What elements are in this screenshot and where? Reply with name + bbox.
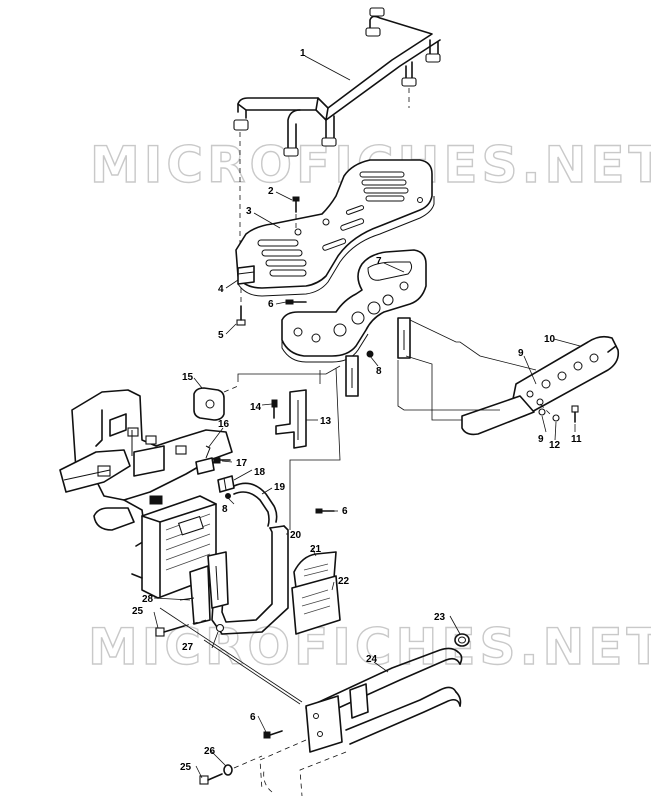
screw-part-6-middle	[315, 508, 335, 514]
connector-part-18	[217, 475, 235, 493]
callout-20: 20	[290, 530, 302, 541]
callout-9-lower: 9	[538, 434, 544, 445]
callout-13: 13	[320, 416, 332, 427]
lower-bumper-part	[259, 647, 463, 797]
rack-tube-part	[233, 7, 441, 250]
washer-part-26	[223, 764, 233, 776]
lower-guide-lines	[159, 607, 303, 705]
callout-17: 17	[236, 458, 248, 469]
nut-part-8-lower	[225, 493, 231, 499]
callout-25-upper: 25	[132, 606, 144, 617]
rear-rack-plate-part	[235, 159, 435, 297]
callout-2: 2	[268, 186, 274, 197]
bracket-part-13	[275, 389, 307, 449]
callout-28: 28	[142, 594, 154, 605]
callout-24: 24	[366, 654, 378, 665]
callout-22: 22	[338, 576, 350, 587]
bolt-part-5	[236, 288, 246, 326]
callout-12: 12	[549, 440, 561, 451]
front-rack-plate-part	[281, 249, 427, 397]
callout-16: 16	[218, 419, 230, 430]
callout-21: 21	[310, 544, 322, 555]
bolt-part-14	[271, 399, 278, 419]
callout-11: 11	[571, 434, 582, 445]
bracket-part-4	[237, 265, 255, 285]
callout-5: 5	[218, 330, 224, 341]
callout-labels: 1 2 3 4 5 6 7 8 9 10 11 12 9 13 14 15 16…	[132, 48, 582, 773]
callout-7: 7	[376, 256, 382, 267]
panel-part-22	[291, 575, 341, 635]
callout-6-middle: 6	[342, 506, 348, 517]
assembly-guide-lines	[237, 319, 537, 530]
screw-part-6-upper	[285, 299, 307, 305]
bolt-part-25-lower	[199, 755, 263, 785]
screw-part-2	[292, 196, 300, 230]
nut-part-8-upper	[366, 350, 374, 358]
callout-18: 18	[254, 467, 266, 478]
nut-part-27	[215, 623, 225, 633]
vehicle-frame	[59, 389, 233, 547]
callout-6-upper: 6	[268, 299, 274, 310]
callout-3: 3	[246, 206, 252, 217]
callout-15: 15	[182, 372, 194, 383]
callout-19: 19	[274, 482, 286, 493]
callout-25-lower: 25	[180, 762, 192, 773]
callout-23: 23	[434, 612, 446, 623]
callout-8-lower: 8	[222, 504, 228, 515]
callout-4: 4	[218, 284, 224, 295]
callout-26: 26	[204, 746, 216, 757]
screw-part-6-lower	[263, 730, 283, 739]
washer-part-9	[538, 408, 546, 416]
callout-6-lower: 6	[250, 712, 256, 723]
callout-14: 14	[250, 402, 262, 413]
cable-part-19	[233, 482, 278, 527]
callout-9-upper: 9	[518, 348, 524, 359]
bolt-part-11	[571, 405, 579, 423]
plug-part-23	[454, 633, 470, 647]
callout-10: 10	[544, 334, 556, 345]
callout-leaders	[153, 55, 581, 779]
watermark-bottom: MICROFICHES.NET	[88, 618, 651, 676]
callout-27: 27	[182, 642, 194, 653]
front-bumper-part	[461, 335, 620, 436]
front-tube-frame-part	[207, 525, 289, 635]
bolt-part-25-upper	[155, 619, 207, 637]
screw-part-17	[213, 457, 231, 464]
callout-1: 1	[300, 48, 306, 59]
washer-part-12	[552, 414, 560, 422]
callout-8-upper: 8	[376, 366, 382, 377]
light-part-15	[193, 385, 239, 421]
clip-part-16	[195, 445, 215, 475]
